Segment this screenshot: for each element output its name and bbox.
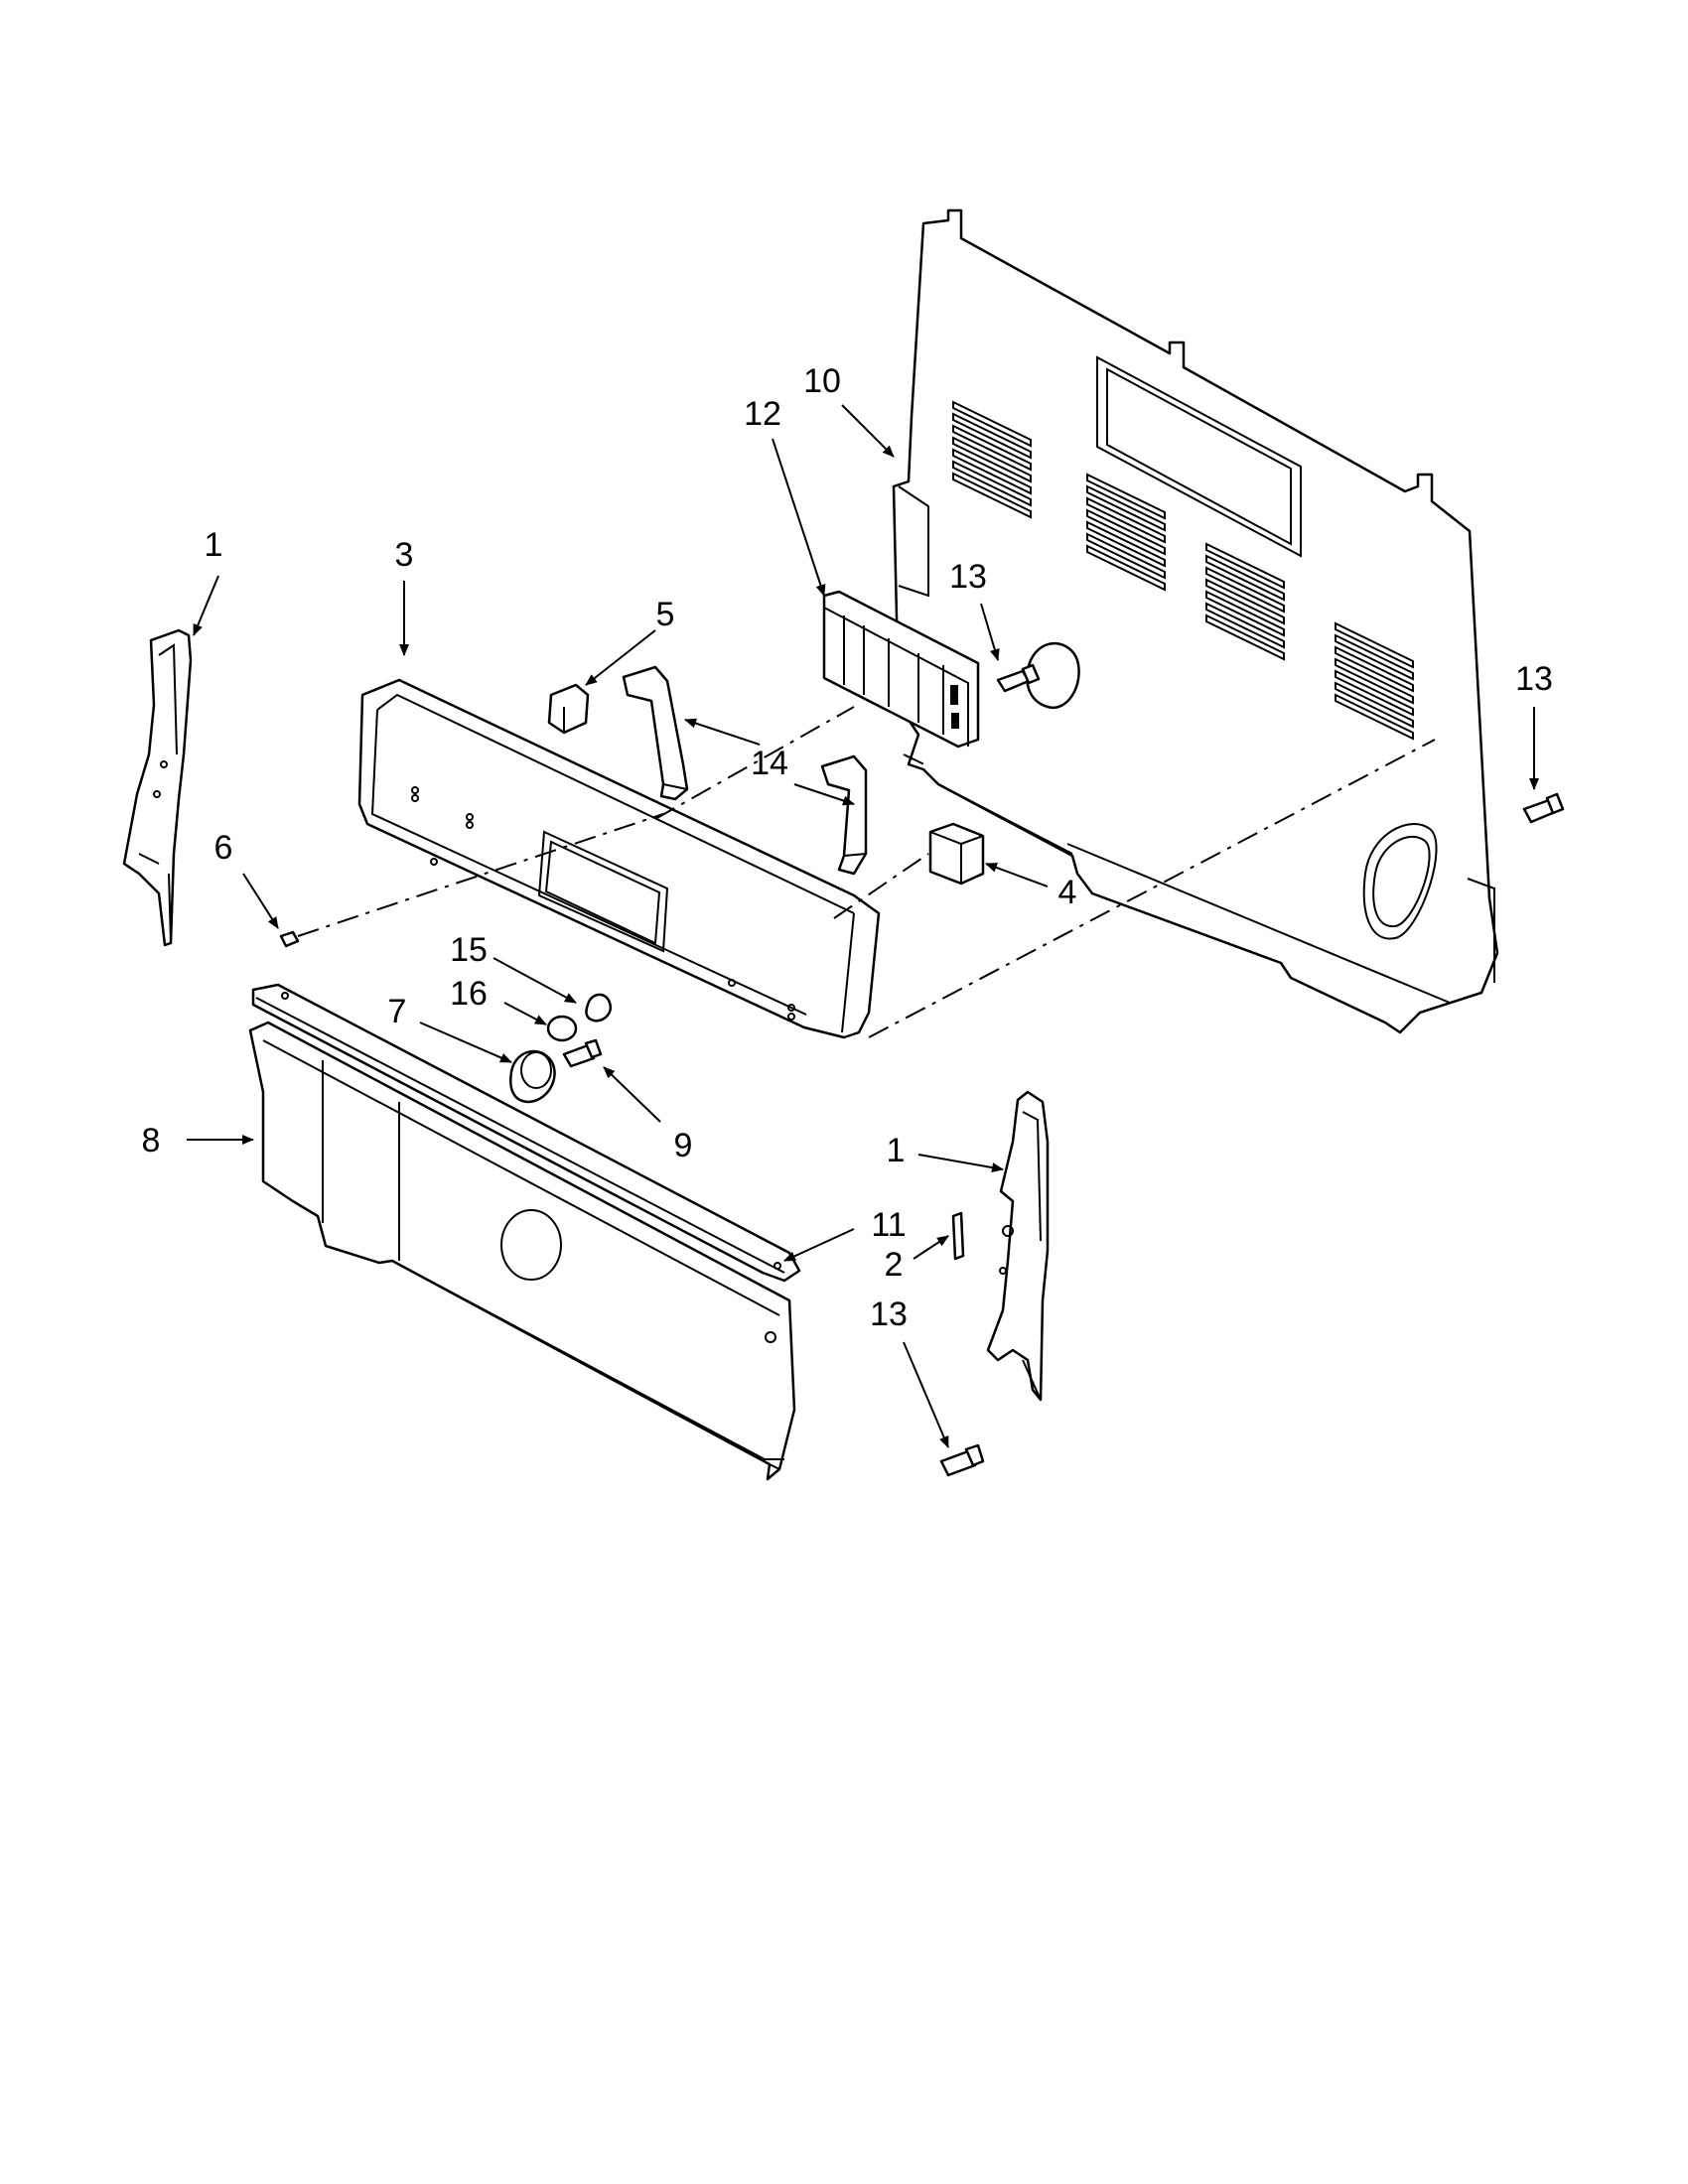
- vent-slot: [1335, 669, 1414, 717]
- vent-slot: [952, 472, 1032, 519]
- vent-slot: [1335, 621, 1414, 669]
- vent-slot: [1086, 508, 1166, 556]
- callout-13-bottom: 13: [870, 1296, 908, 1333]
- rear-panel-vents: [952, 400, 1414, 741]
- screw-right: [1522, 792, 1565, 824]
- callout-13-top: 13: [949, 558, 987, 596]
- vent-slot: [1086, 544, 1166, 592]
- callout-15: 15: [450, 931, 488, 969]
- vent-slot: [1205, 590, 1285, 637]
- callout-1-left: 1: [205, 526, 223, 564]
- screw-6: [279, 930, 300, 948]
- vent-slot: [1086, 496, 1166, 544]
- vent-slot: [1335, 681, 1414, 729]
- assembly-lines: [297, 706, 1436, 1038]
- vent-slot: [1335, 693, 1414, 741]
- vent-slot: [1086, 532, 1166, 580]
- vent-slot: [1205, 566, 1285, 614]
- vent-slot: [1335, 657, 1414, 705]
- callout-12: 12: [744, 395, 781, 433]
- angle-strip: [251, 983, 801, 1283]
- vent-slot: [952, 424, 1032, 472]
- control-panel: [357, 678, 881, 1039]
- callout-11: 11: [871, 1206, 906, 1244]
- vent-slot: [1086, 484, 1166, 532]
- leader-lines: [187, 404, 1539, 1448]
- switch: [547, 683, 590, 735]
- callout-3: 3: [395, 536, 414, 574]
- vent-slot: [952, 412, 1032, 460]
- vent-slot: [952, 448, 1032, 495]
- lower-back-panel: [248, 1021, 796, 1481]
- relay: [928, 822, 985, 886]
- vent-slot: [1205, 578, 1285, 625]
- screw-top: [996, 641, 1080, 710]
- vent-slot: [952, 400, 1032, 448]
- vent-slot: [1335, 645, 1414, 693]
- end-cap-left: [122, 628, 193, 947]
- bracket-right: [820, 754, 868, 876]
- callout-9: 9: [674, 1127, 693, 1164]
- knob-16: [546, 1015, 578, 1042]
- callout-1-right: 1: [887, 1132, 906, 1169]
- electronic-control: [822, 590, 980, 749]
- vent-slot: [1335, 633, 1414, 681]
- vent-slot: [952, 436, 1032, 483]
- vent-slot: [1205, 602, 1285, 649]
- callout-14: 14: [751, 745, 788, 782]
- callout-10: 10: [803, 362, 841, 400]
- vent-slot: [1205, 542, 1285, 590]
- callout-16: 16: [450, 975, 488, 1013]
- callout-4: 4: [1058, 874, 1077, 911]
- callout-5: 5: [656, 596, 675, 633]
- callout-13-right: 13: [1515, 660, 1553, 698]
- callout-2: 2: [885, 1246, 904, 1284]
- end-cap-right: [986, 1090, 1050, 1402]
- knob-7: [509, 1049, 556, 1104]
- vent-slot: [1205, 614, 1285, 661]
- screw-9: [562, 1038, 603, 1068]
- clip: [951, 1211, 965, 1261]
- screw-bottom: [939, 1443, 985, 1477]
- rear-panel: [892, 208, 1499, 1034]
- bracket-left: [622, 665, 689, 801]
- vent-slot: [1086, 473, 1166, 520]
- callout-6: 6: [214, 829, 233, 867]
- vent-slot: [952, 460, 1032, 507]
- callout-labels: 1 3 5 12 10 13 13 14 4 6 15 16 7 9 8 1 1…: [142, 362, 1553, 1333]
- callout-7: 7: [388, 993, 407, 1030]
- knob-cap-15: [585, 993, 613, 1023]
- vent-slot: [1086, 520, 1166, 568]
- callout-8: 8: [142, 1122, 161, 1160]
- vent-slot: [1205, 554, 1285, 602]
